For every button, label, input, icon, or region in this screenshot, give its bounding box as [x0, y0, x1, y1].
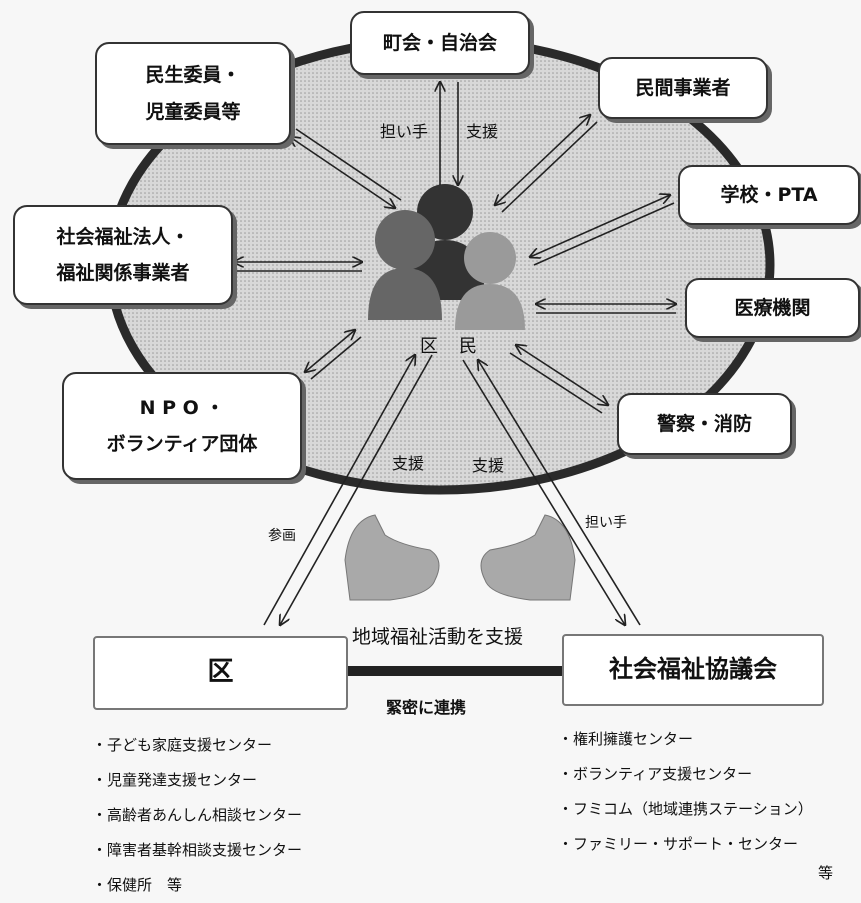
chokai-label: 町会・自治会 — [382, 31, 497, 54]
keisatsu-label: 警察・消防 — [656, 412, 752, 435]
label-ninaite-right: 担い手 — [585, 515, 627, 531]
council-service-item: ボランティア支援センター — [558, 757, 813, 792]
ku-service-item: 児童発達支援センター — [92, 763, 302, 798]
center-label-left: 区 — [420, 336, 438, 357]
ku-service-item: 子ども家庭支援センター — [92, 728, 302, 763]
shafuku-line1: 社会福祉法人・ — [56, 225, 190, 248]
label-sankaku: 参画 — [268, 528, 296, 544]
connection-arrows — [234, 82, 676, 625]
shafuku-line2: 福祉関係事業者 — [56, 262, 190, 284]
council-etc: 等 — [818, 864, 834, 882]
box-keisatsu: 警察・消防 — [617, 393, 792, 455]
ku-service-item: 障害者基幹相談支援センター — [92, 833, 302, 868]
box-npo: N P O ・ ボランティア団体 — [62, 372, 302, 480]
minkan-label: 民間事業者 — [635, 76, 731, 99]
box-chokai: 町会・自治会 — [350, 11, 530, 75]
link-text: 緊密に連携 — [386, 698, 467, 717]
ku-service-item: 保健所 等 — [92, 868, 302, 903]
ku-services-list: 子ども家庭支援センター 児童発達支援センター 高齢者あんしん相談センター 障害者… — [92, 728, 302, 903]
hands-icon — [344, 514, 576, 601]
minsei-line1: 民生委員・ — [145, 64, 241, 87]
box-minkan: 民間事業者 — [598, 57, 768, 119]
label-shien-right: 支援 — [472, 456, 505, 475]
council-service-item: ファミリー・サポート・センター — [558, 827, 813, 862]
box-minsei: 民生委員・ 児童委員等 — [95, 42, 291, 145]
residents-icon — [368, 184, 525, 330]
box-ku: 区 — [93, 636, 348, 710]
ku-service-item: 高齢者あんしん相談センター — [92, 798, 302, 833]
npo-line2: ボランティア団体 — [106, 433, 258, 455]
box-iryo: 医療機関 — [685, 278, 860, 338]
ku-label: 区 — [207, 657, 234, 688]
support-text: 地域福祉活動を支援 — [352, 626, 524, 648]
iryo-label: 医療機関 — [734, 296, 811, 319]
council-services-list: 権利擁護センター ボランティア支援センター フミコム（地域連携ステーション） フ… — [558, 722, 813, 862]
council-service-item: フミコム（地域連携ステーション） — [558, 792, 813, 827]
council-label: 社会福祉協議会 — [609, 655, 777, 684]
box-council: 社会福祉協議会 — [562, 634, 824, 706]
label-ninaite-top: 担い手 — [380, 122, 429, 141]
box-shafuku: 社会福祉法人・ 福祉関係事業者 — [13, 205, 233, 305]
center-label-right: 民 — [459, 336, 477, 357]
label-shien-left: 支援 — [392, 454, 425, 473]
box-gakko: 学校・PTA — [678, 165, 860, 225]
gakko-label: 学校・PTA — [720, 183, 818, 206]
council-service-item: 権利擁護センター — [558, 722, 813, 757]
npo-line1: N P O ・ — [139, 396, 225, 419]
minsei-line2: 児童委員等 — [145, 100, 241, 123]
label-shien-top: 支援 — [466, 122, 499, 141]
